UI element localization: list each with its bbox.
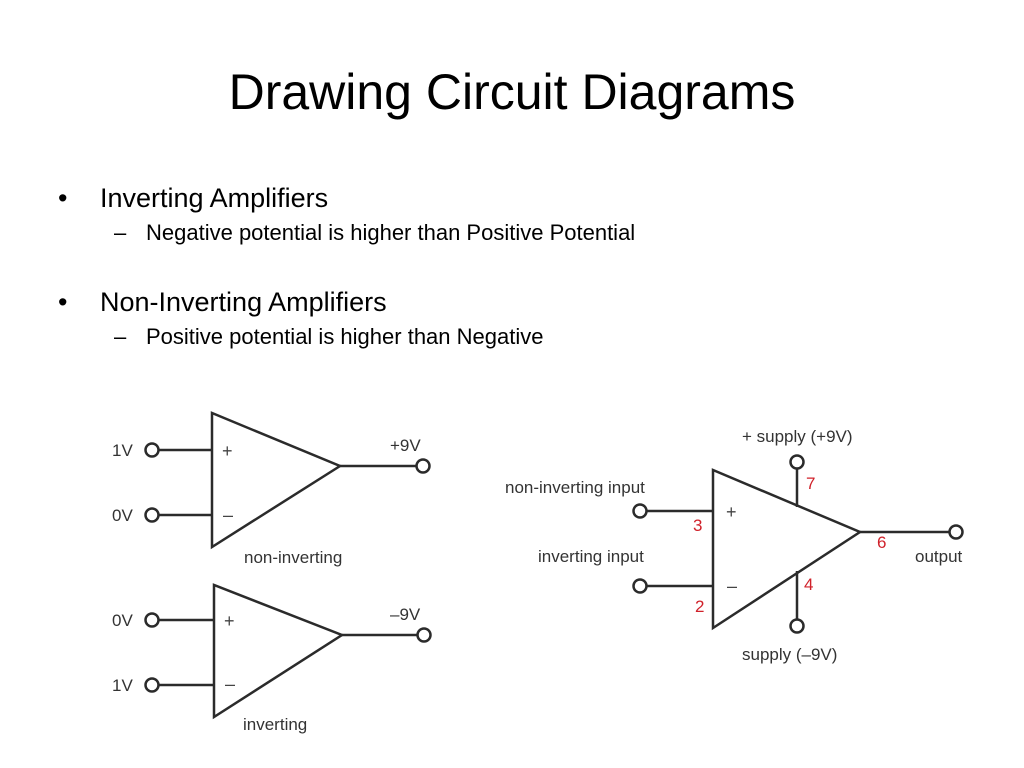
positive-supply-label: + supply (+9V) — [742, 427, 853, 446]
noninverting-input-label: non-inverting input — [505, 478, 645, 497]
input-terminal-minus — [144, 507, 160, 523]
opamp-triangle — [210, 411, 343, 550]
plus-symbol: + — [222, 441, 233, 461]
noninverting-input-terminal — [632, 503, 648, 519]
bullet-text: Non-Inverting Amplifiers — [100, 287, 387, 317]
bullet-list: • Inverting Amplifiers – Negative potent… — [58, 180, 978, 352]
input-terminal-plus — [144, 612, 160, 628]
sub-bullet-text: Negative potential is higher than Positi… — [146, 220, 636, 245]
pin-7-label: 7 — [806, 474, 815, 493]
bullet-marker: • — [58, 287, 68, 317]
opamp-triangle — [711, 468, 863, 631]
pin-3-label: 3 — [693, 516, 702, 535]
pin-4-label: 4 — [804, 575, 813, 594]
sub-bullet-marker: – — [114, 324, 127, 349]
minus-symbol: – — [225, 674, 235, 694]
negative-supply-terminal — [789, 618, 805, 634]
output-terminal — [948, 524, 964, 540]
output-label: output — [915, 547, 963, 566]
output-terminal — [415, 458, 431, 474]
pin-2-label: 2 — [695, 597, 704, 616]
noninverting-opamp — [144, 411, 431, 550]
input-label-minus: 1V — [112, 676, 133, 695]
opamp-triangle — [212, 583, 345, 720]
sub-bullet-marker: – — [114, 220, 127, 245]
output-terminal — [416, 627, 432, 643]
input-label-plus: 1V — [112, 441, 133, 460]
inverting-input-label: inverting input — [538, 547, 644, 566]
inverting-input-terminal — [632, 578, 648, 594]
diagram-caption: inverting — [243, 715, 307, 734]
input-terminal-plus — [144, 442, 160, 458]
plus-symbol: + — [224, 611, 235, 631]
slide-title: Drawing Circuit Diagrams — [228, 64, 796, 120]
sub-bullet-text: Positive potential is higher than Negati… — [146, 324, 544, 349]
output-label: +9V — [390, 436, 421, 455]
minus-symbol: – — [223, 505, 233, 525]
inverting-opamp — [144, 583, 432, 720]
minus-symbol: – — [727, 576, 737, 596]
bullet-text: Inverting Amplifiers — [100, 183, 329, 213]
bullet-item: • Inverting Amplifiers – Negative potent… — [58, 180, 978, 248]
output-label: –9V — [390, 605, 421, 624]
pin-6-label: 6 — [877, 533, 886, 552]
bullet-item: • Non-Inverting Amplifiers – Positive po… — [58, 284, 978, 352]
positive-supply-terminal — [789, 454, 805, 470]
input-label-plus: 0V — [112, 611, 133, 630]
input-label-minus: 0V — [112, 506, 133, 525]
diagram-caption: non-inverting — [244, 548, 342, 567]
negative-supply-label: supply (–9V) — [742, 645, 837, 664]
bullet-marker: • — [58, 183, 68, 213]
labeled-opamp — [632, 454, 964, 634]
input-terminal-minus — [144, 677, 160, 693]
plus-symbol: + — [726, 502, 737, 522]
